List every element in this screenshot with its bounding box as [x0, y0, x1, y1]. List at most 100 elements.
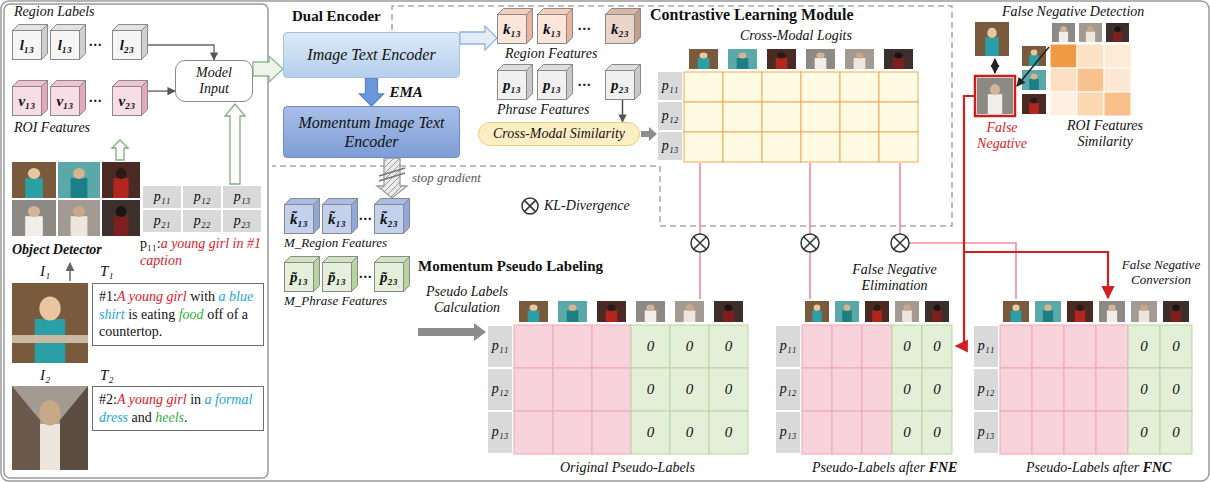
- matrix-cell: [832, 368, 862, 411]
- feature-cube: k̃₁₃: [284, 198, 320, 234]
- annotation: ROI Features Similarity: [1050, 118, 1160, 150]
- photo-ground: [975, 22, 1009, 56]
- cube-face: v₂₃: [112, 86, 142, 116]
- photo: [12, 200, 56, 236]
- cube-side: [527, 65, 533, 100]
- photo-ground: [12, 283, 88, 363]
- photo-figure: [699, 52, 707, 58]
- row-label-shape: [974, 369, 998, 410]
- photo-figure: [684, 310, 696, 322]
- caption-text: #2:: [99, 392, 117, 407]
- cube-front: [113, 31, 142, 60]
- matrix-cell: [1160, 411, 1192, 454]
- matrix-value: 0: [631, 325, 670, 368]
- matrix-value: 0: [631, 368, 670, 411]
- annotation: False Negative Elimination: [842, 262, 947, 294]
- elimination-arrow: [956, 96, 975, 346]
- feature-label: l₁₃: [20, 37, 35, 54]
- row-label-shape: [488, 369, 512, 410]
- photo-figure: [1108, 305, 1115, 311]
- photo-figure: [1107, 310, 1117, 322]
- cube-side: [635, 9, 641, 44]
- cube-front: [538, 15, 567, 44]
- feature-cube: k₂₃: [605, 8, 641, 44]
- cube-face: v₁₃: [50, 86, 80, 116]
- matrix-cell: [514, 411, 553, 454]
- flow-arrow: [641, 127, 657, 141]
- matrix-value: 0: [1128, 368, 1160, 411]
- up-arrow: [69, 263, 71, 281]
- matrix-cell: [1096, 368, 1128, 411]
- matrix-title: FNC: [1143, 460, 1172, 475]
- edge-label: EMA: [388, 84, 425, 101]
- matrix-value: 0: [892, 368, 922, 411]
- photo-figure: [73, 206, 85, 217]
- caption-text: .: [184, 410, 188, 425]
- row-label: p₁₁: [658, 72, 682, 100]
- matrix-cell: [892, 325, 922, 368]
- cube-face: k₁₃: [537, 14, 567, 44]
- caption-text: in: [190, 392, 201, 407]
- photo-figure: [39, 400, 60, 425]
- caption-text: A young girl: [117, 289, 187, 304]
- up-arrow: [112, 140, 128, 160]
- kl-line: [809, 163, 811, 234]
- photo-ground: [12, 386, 88, 470]
- photo-figure: [1031, 49, 1038, 55]
- module-title: False Negative Detection: [1002, 4, 1144, 20]
- photo-ground: [1022, 94, 1046, 114]
- feature-label: p̃₁₃: [328, 269, 346, 286]
- similarity-cell: [1077, 92, 1104, 116]
- table-cell: p₁₂: [183, 186, 221, 208]
- matrix-value: 0: [892, 411, 922, 454]
- matrix-cell: [1000, 368, 1032, 411]
- cube-side: [314, 257, 320, 292]
- matrix-cell: [1128, 411, 1160, 454]
- matrix-cell: [840, 72, 879, 102]
- photo: [895, 301, 919, 322]
- photo: [597, 301, 626, 322]
- text-id: T₁: [100, 263, 114, 280]
- annotation: False Negative Conversion: [1118, 258, 1204, 288]
- photo-figure: [902, 310, 912, 322]
- cube-face: p₁₃: [537, 70, 567, 100]
- matrix-cell: [684, 102, 723, 132]
- matrix-cell: [801, 132, 840, 162]
- block-arrow: [253, 56, 283, 82]
- row-label: p₁₃: [658, 132, 682, 160]
- matrix-cell: [1032, 368, 1064, 411]
- photo-ground: [806, 49, 835, 69]
- photo-figure: [815, 58, 827, 69]
- matrix-cell: [832, 411, 862, 454]
- cube-front: [375, 263, 404, 292]
- feature-cube: p₂₃: [605, 64, 641, 100]
- caption-text: is eating: [128, 307, 175, 322]
- matrix-cell: [709, 368, 748, 411]
- cube-front: [285, 263, 314, 292]
- cube-side: [314, 199, 320, 234]
- cube-front: [13, 31, 42, 60]
- photo: [1022, 94, 1046, 114]
- image-id: I₁: [40, 263, 50, 280]
- photo-ground: [519, 301, 548, 322]
- photo-figure: [28, 206, 40, 217]
- photo-figure: [25, 216, 43, 236]
- feature-label: v₂₃: [118, 93, 135, 110]
- photo: [689, 49, 718, 69]
- photo: [805, 301, 829, 322]
- matrix-value: 0: [709, 325, 748, 368]
- cube-side: [352, 257, 358, 292]
- photo-ground: [925, 301, 949, 322]
- photo-figure: [1029, 79, 1039, 90]
- photo: [835, 301, 859, 322]
- table-cell-shape: [223, 186, 261, 208]
- matrix-title: Cross-Modal Logits: [740, 28, 852, 44]
- connector-line: [148, 90, 175, 91]
- photo-figure: [1011, 310, 1021, 322]
- kl-line: [699, 252, 701, 299]
- photo-figure: [1171, 310, 1181, 322]
- feature-label: p₂₃: [611, 77, 629, 94]
- kl-symbol: [891, 234, 909, 252]
- block-arrow: [377, 158, 407, 198]
- feature-label: v₁₃: [18, 93, 35, 110]
